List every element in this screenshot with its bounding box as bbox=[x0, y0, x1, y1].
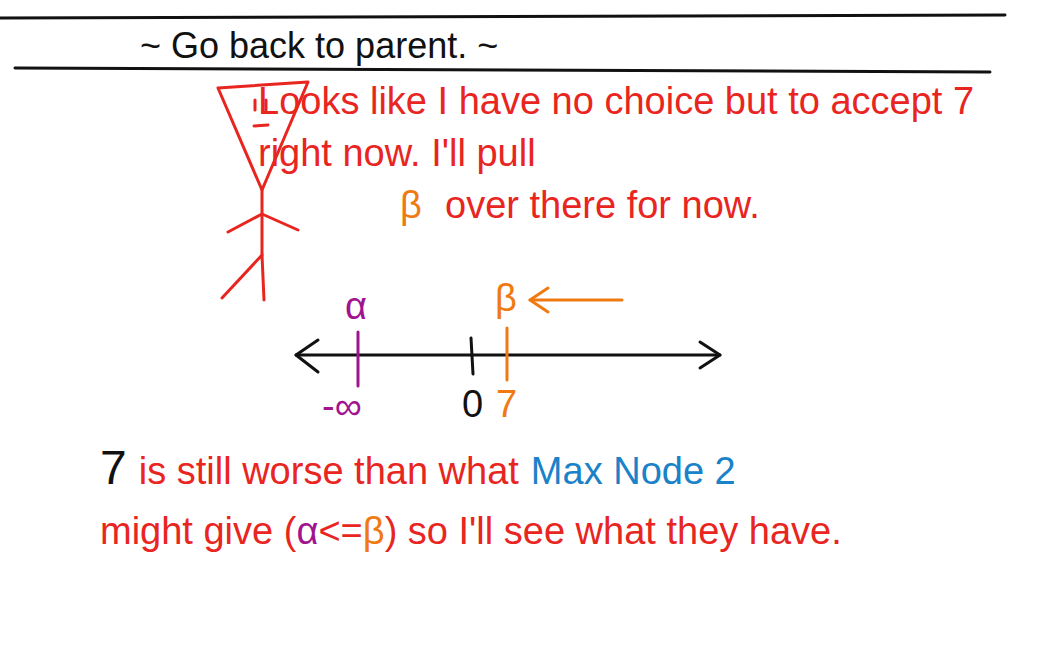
speech-text: over there for now. bbox=[445, 179, 760, 231]
speech-text: Looks like I have no choice but to accep… bbox=[258, 75, 988, 179]
alpha-label: α bbox=[345, 280, 367, 332]
heading: ~ Go back to parent. ~ bbox=[140, 20, 498, 72]
beta-label: β bbox=[495, 272, 517, 324]
tick-value: -∞ bbox=[322, 380, 362, 432]
rule-line bbox=[0, 15, 1005, 18]
note-paragraph: 7is still worse than whatMax Node 2 might… bbox=[100, 438, 900, 561]
tick-value: 0 bbox=[462, 378, 483, 430]
alpha-tick bbox=[357, 332, 360, 386]
note-text: might give ( bbox=[100, 501, 296, 561]
alpha-symbol: α bbox=[296, 501, 318, 561]
note-text: ) so I'll see what they have. bbox=[385, 510, 842, 552]
rule-line bbox=[15, 68, 990, 72]
note-text: is still worse than what bbox=[139, 441, 519, 501]
tick-value: 7 bbox=[496, 378, 517, 430]
beta-symbol: β bbox=[400, 179, 422, 231]
value-number: 7 bbox=[100, 438, 127, 498]
comparison: <= bbox=[318, 501, 362, 561]
beta-tick bbox=[506, 328, 509, 380]
beta-symbol: β bbox=[363, 501, 385, 561]
move-arrow bbox=[530, 288, 622, 312]
node-name: Max Node 2 bbox=[531, 441, 736, 501]
